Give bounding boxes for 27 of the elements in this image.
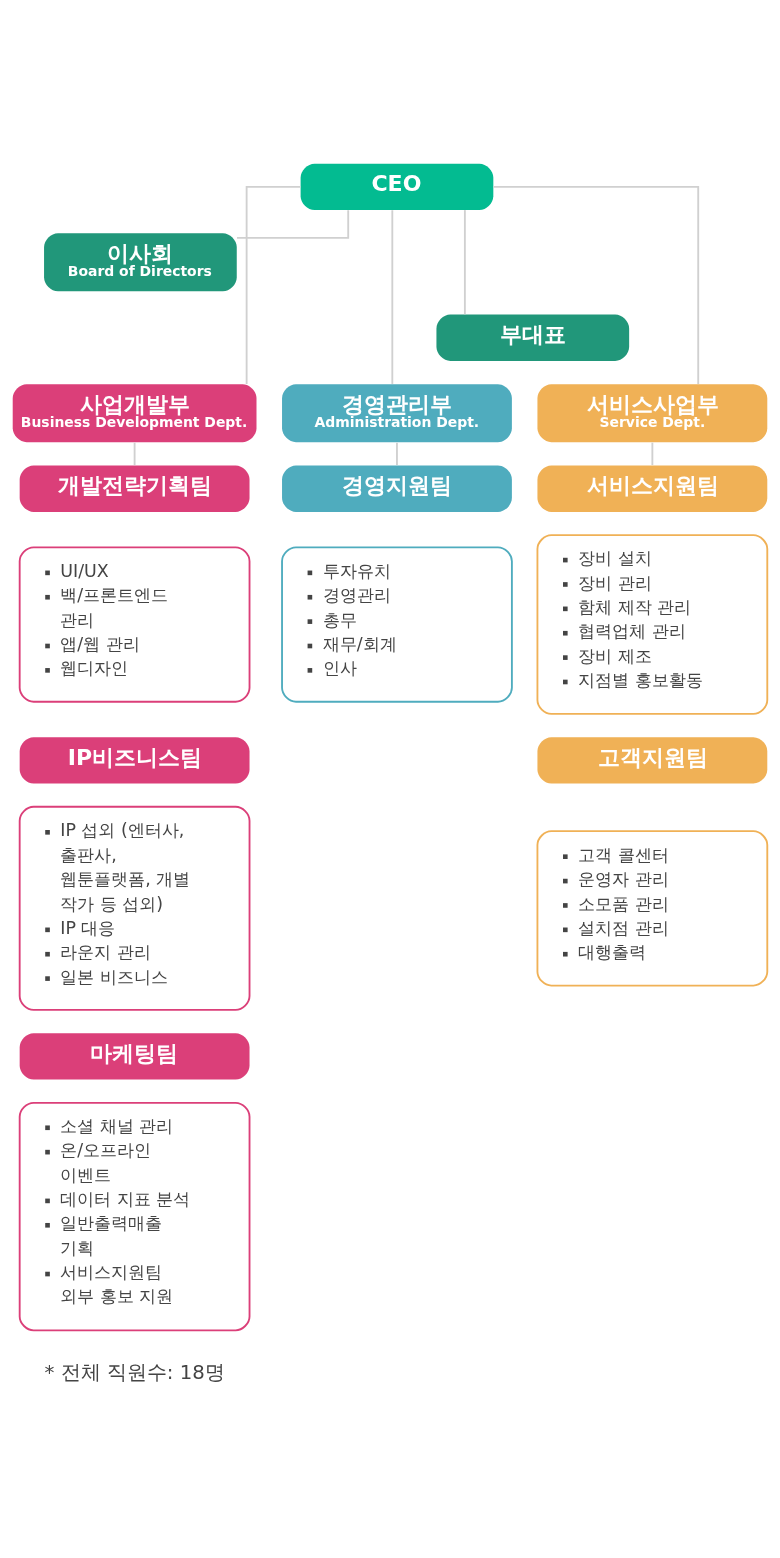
connector	[391, 208, 394, 385]
connector	[236, 208, 350, 239]
node-box: 경영관리부 Administration Dept.	[282, 383, 512, 442]
connector	[651, 441, 654, 466]
node-box: IP 섭외 (엔터사, 출판사, 웹툰플랫폼, 개별 작가 등 섭외) IP 대응 라운지 관리 일본 비즈니스	[18, 805, 251, 1011]
node-box: 서비스사업부 Service Dept.	[537, 383, 768, 442]
node-box: IP비즈니스팀	[19, 736, 250, 784]
node-box: 서비스지원팀	[537, 465, 768, 512]
node-box: 사업개발부 Business Development Dept.	[12, 383, 257, 442]
connector	[245, 185, 302, 385]
node-box: 고객 콜센터 운영자 관리 소모품 관리 설치점 관리 대행출력	[536, 829, 769, 986]
connector	[492, 185, 700, 385]
node-box: 개발전략기획팀	[19, 465, 250, 512]
node-box: 이사회 Board of Directors	[44, 232, 237, 291]
label: * 전체 직원수: 18명	[44, 1360, 225, 1384]
node-box: 부대표	[436, 314, 630, 361]
connector	[396, 441, 398, 466]
node-box: 소셜 채널 관리 온/오프라인 이벤트 데이터 지표 분석 일반출력매출 기획 서비스지원팀 외부 홍보 지원	[18, 1101, 251, 1331]
connector	[463, 208, 466, 315]
connector	[133, 441, 136, 466]
node-box: 장비 설치 장비 관리 함체 제작 관리 협력업체 관리 장비 제조 지점별 홍보활동	[536, 533, 769, 715]
node-box: UI/UX 백/프론트엔드 관리 앱/웹 관리 웹디자인	[18, 545, 251, 703]
node-box: CEO	[300, 163, 494, 210]
node-box: 고객지원팀	[537, 736, 768, 784]
node-box: 마케팅팀	[19, 1032, 250, 1080]
node-box: 투자유치 경영관리 총무 재무/회계 인사	[281, 545, 513, 703]
node-box: 경영지원팀	[282, 465, 512, 512]
